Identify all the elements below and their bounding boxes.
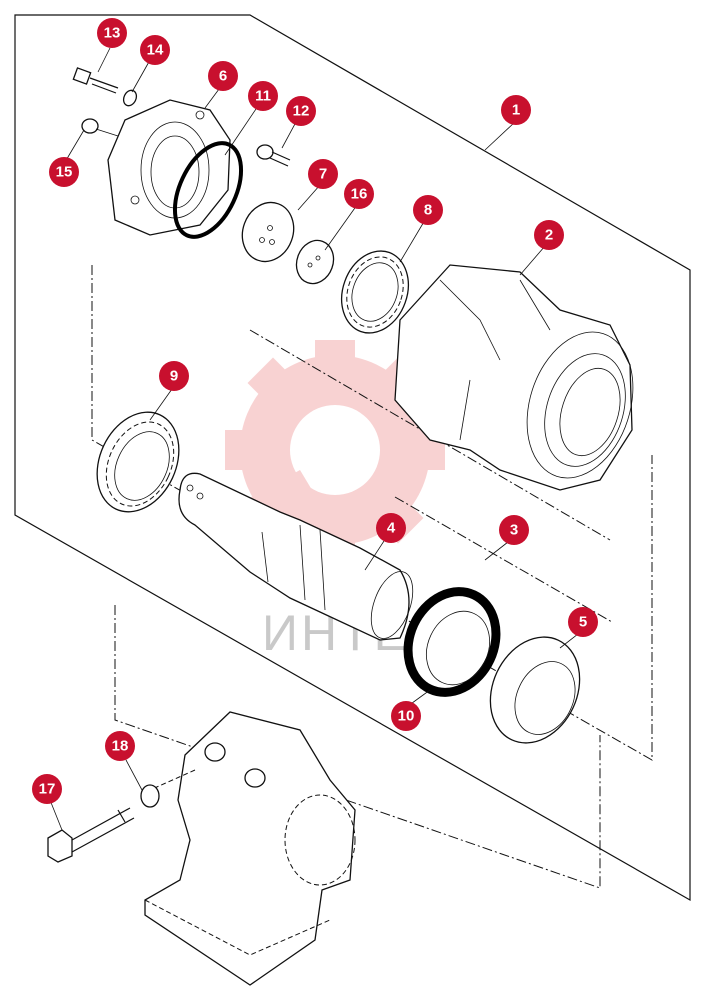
plate-part-16 [295, 239, 335, 285]
callout-13: 13 [97, 18, 127, 48]
svg-text:4: 4 [387, 520, 396, 537]
washer-part-14 [122, 89, 138, 107]
callout-15: 15 [49, 157, 79, 187]
svg-text:14: 14 [147, 42, 164, 59]
svg-text:1: 1 [512, 102, 520, 119]
plate-part-7 [241, 201, 295, 263]
callout-5: 5 [568, 607, 598, 637]
shaft-part-4 [178, 472, 414, 641]
callout-17: 17 [32, 774, 62, 804]
roller-part-2 [394, 264, 634, 491]
screw-part-12 [256, 144, 291, 167]
svg-text:7: 7 [319, 166, 327, 183]
washer-part-18 [140, 784, 160, 808]
svg-text:5: 5 [579, 614, 587, 631]
bolt-part-13 [72, 67, 119, 94]
callout-9: 9 [159, 361, 189, 391]
seal-part-10 [403, 587, 501, 697]
svg-text:3: 3 [510, 522, 518, 539]
callout-1: 1 [501, 95, 531, 125]
svg-text:17: 17 [39, 781, 56, 798]
plug-part-15 [81, 118, 119, 137]
callout-10: 10 [391, 701, 421, 731]
svg-text:2: 2 [545, 227, 553, 244]
callout-12: 12 [286, 96, 316, 126]
assembly-outline [14, 14, 691, 902]
svg-text:18: 18 [112, 738, 129, 755]
seal-group-outline [249, 329, 613, 623]
bracket-group-outline [114, 605, 601, 889]
callout-4: 4 [376, 513, 406, 543]
svg-text:8: 8 [424, 202, 432, 219]
callout-6: 6 [208, 61, 238, 91]
svg-text:13: 13 [104, 25, 121, 42]
o-ring-part-11 [172, 141, 244, 239]
callout-14: 14 [140, 35, 170, 65]
svg-text:10: 10 [398, 708, 415, 725]
bearing-part-8 [341, 250, 409, 334]
callout-2: 2 [534, 220, 564, 250]
svg-text:15: 15 [56, 164, 73, 181]
svg-text:6: 6 [219, 68, 227, 85]
svg-text:16: 16 [351, 186, 368, 203]
hub-group-outline [91, 265, 653, 761]
callout-3: 3 [499, 515, 529, 545]
collar-part-5 [489, 636, 581, 744]
callout-7: 7 [308, 159, 338, 189]
callout-11: 11 [248, 81, 278, 111]
callout-18: 18 [105, 731, 135, 761]
bracket-housing [144, 711, 356, 986]
bearing-part-9 [96, 411, 180, 513]
callout-8: 8 [413, 195, 443, 225]
svg-text:12: 12 [293, 103, 310, 120]
leader-lines [49, 47, 579, 831]
svg-text:9: 9 [170, 368, 178, 385]
flange-part-6 [107, 99, 231, 236]
callout-16: 16 [344, 179, 374, 209]
svg-text:11: 11 [255, 88, 271, 105]
bolt-part-17 [47, 807, 135, 863]
